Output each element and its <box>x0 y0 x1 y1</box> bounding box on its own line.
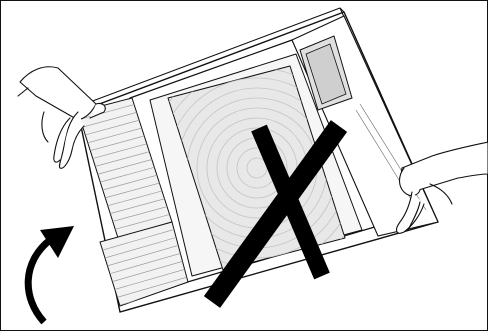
right-hand <box>395 141 488 234</box>
curved-arrow-icon <box>24 226 74 325</box>
x-mark-icon <box>203 120 348 308</box>
left-vent-panel-top <box>77 97 173 239</box>
left-vent-panel-bottom <box>99 221 189 307</box>
left-hand <box>17 66 106 169</box>
